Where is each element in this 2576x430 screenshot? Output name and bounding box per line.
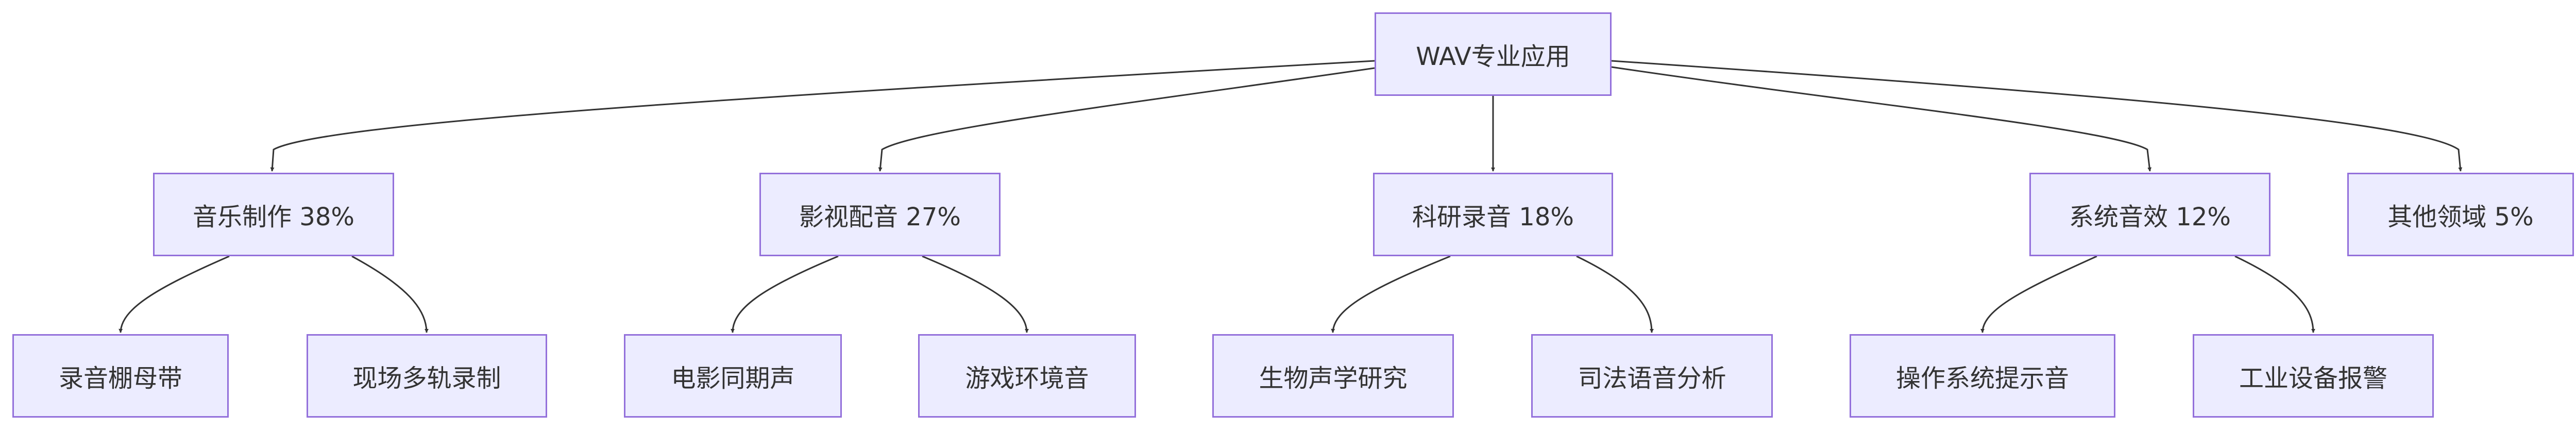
leaf-node-live-multitrack: 现场多轨录制 bbox=[307, 334, 547, 418]
category-node-system-sfx: 系统音效 12% bbox=[2029, 173, 2270, 256]
leaf-node-os-alert-sound: 操作系统提示音 bbox=[1850, 334, 2115, 418]
edge-sysfx-to-industrial bbox=[2234, 255, 2315, 333]
category-node-film: 影视配音 27% bbox=[759, 173, 1001, 256]
leaf-node-studio-mastering: 录音棚母带 bbox=[12, 334, 229, 418]
edge-root-to-music bbox=[270, 60, 1375, 172]
root-node: WAV专业应用 bbox=[1375, 12, 1612, 96]
leaf-node-forensic-speech: 司法语音分析 bbox=[1531, 334, 1773, 418]
edge-music-to-mastering bbox=[118, 255, 230, 333]
edge-music-to-live bbox=[351, 255, 429, 333]
leaf-node-bioacoustics: 生物声学研究 bbox=[1212, 334, 1454, 418]
edge-root-to-film bbox=[878, 67, 1375, 172]
category-node-music: 音乐制作 38% bbox=[153, 173, 394, 256]
edge-research-to-bio bbox=[1331, 255, 1451, 333]
edge-root-to-sysfx bbox=[1611, 66, 2152, 172]
edge-sysfx-to-os bbox=[1980, 255, 2097, 333]
category-node-other: 其他领域 5% bbox=[2347, 173, 2574, 256]
leaf-node-game-ambience: 游戏环境音 bbox=[918, 334, 1136, 418]
category-node-research: 科研录音 18% bbox=[1373, 173, 1613, 256]
leaf-node-film-sync-sound: 电影同期声 bbox=[624, 334, 842, 418]
edge-research-to-forensic bbox=[1576, 255, 1654, 333]
leaf-node-industrial-alarm: 工业设备报警 bbox=[2193, 334, 2434, 418]
edge-film-to-game bbox=[922, 255, 1029, 333]
edge-root-to-other bbox=[1611, 60, 2463, 172]
edge-film-to-movie bbox=[731, 255, 839, 333]
